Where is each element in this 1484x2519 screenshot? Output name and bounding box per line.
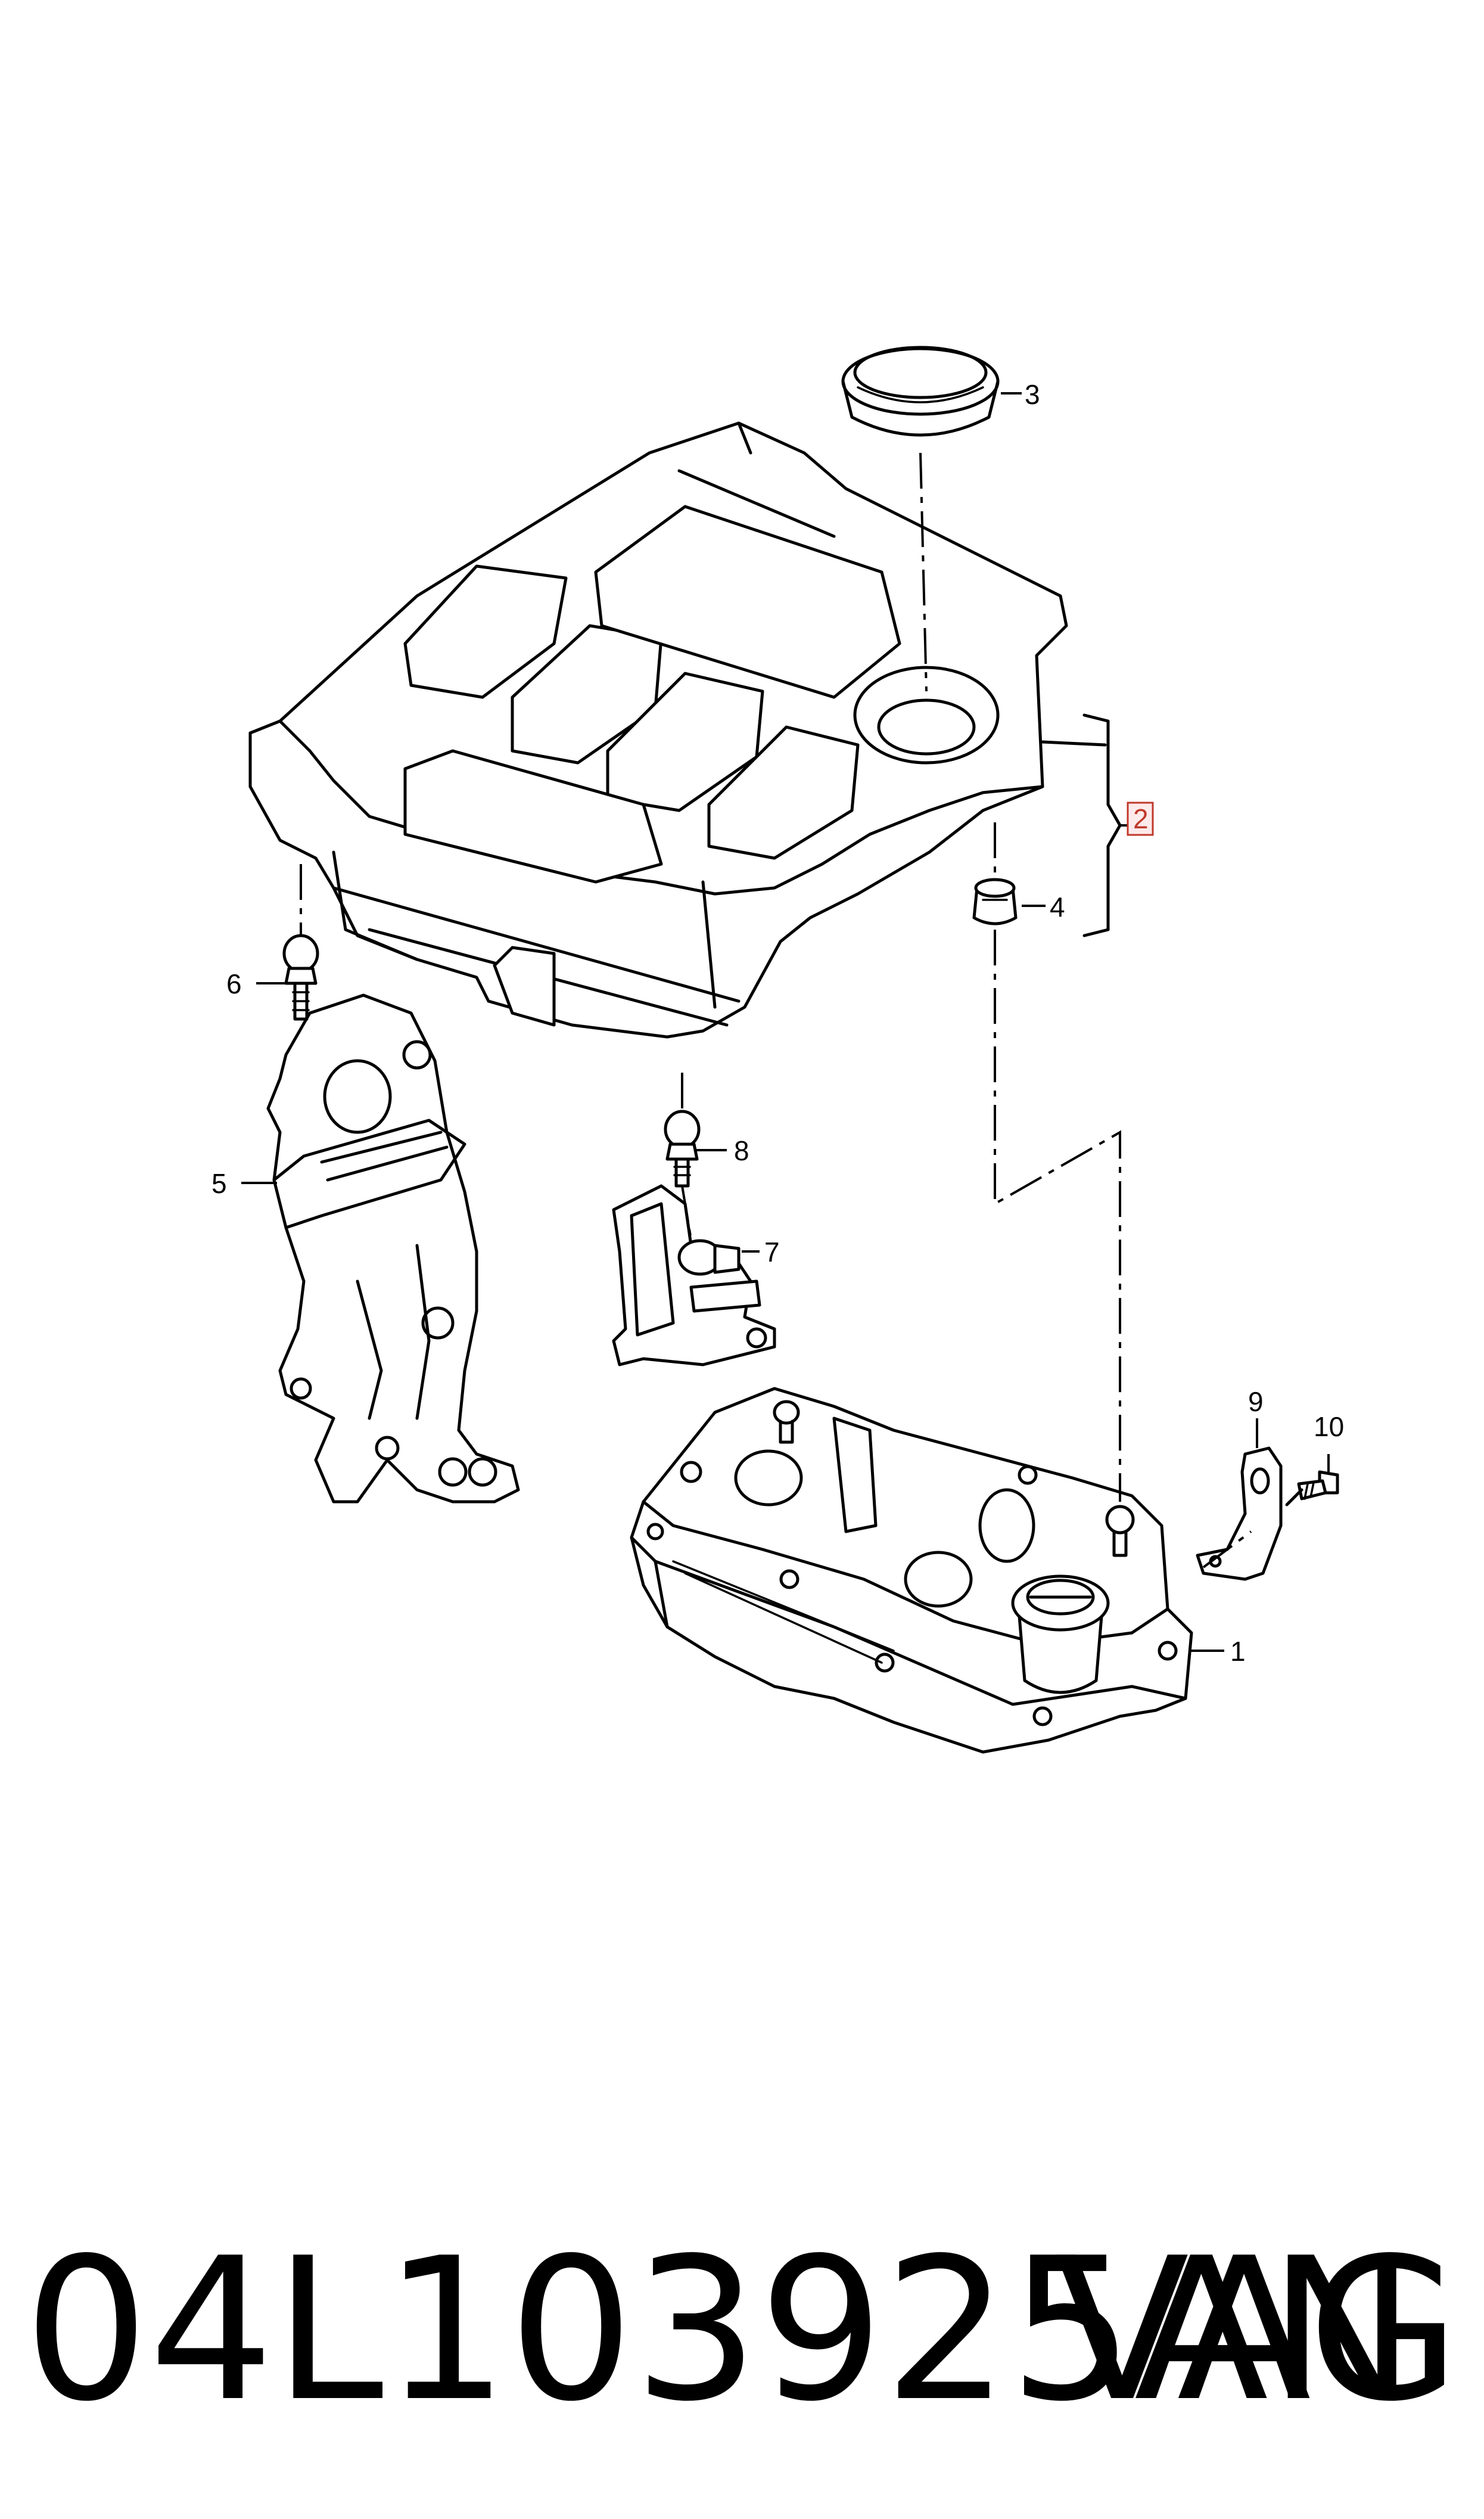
callout-5: 5 xyxy=(211,1168,227,1199)
grommet-ring xyxy=(841,346,1000,437)
valve-cover xyxy=(630,1387,1193,1754)
part-number: 04L103925AN xyxy=(24,2216,1416,2445)
callout-1: 1 xyxy=(1230,1636,1246,1667)
callout-6: 6 xyxy=(226,968,242,999)
small-bracket xyxy=(1196,1446,1283,1581)
callout-7: 7 xyxy=(764,1237,780,1268)
callout-10: 10 xyxy=(1314,1411,1344,1442)
assembly-lines xyxy=(300,452,1252,1568)
group-brace-stub xyxy=(1041,740,1107,747)
group-brace xyxy=(1082,713,1122,937)
engine-cover xyxy=(248,421,1068,1039)
footer: 04L103925AN VAG xyxy=(0,2217,1484,2443)
callout-3: 3 xyxy=(1025,379,1040,410)
brand-label: VAG xyxy=(1054,2216,1460,2445)
callout-2-box xyxy=(1127,802,1154,836)
callout-4: 4 xyxy=(1050,892,1065,923)
ball-stud-left xyxy=(282,934,319,1021)
callout-2: 2 xyxy=(1133,803,1149,834)
callout-9: 9 xyxy=(1248,1386,1264,1417)
leader-lines xyxy=(241,392,1330,1652)
callout-labels: 3 4 2 5 6 8 7 1 9 10 xyxy=(211,379,1344,1667)
rubber-bushing xyxy=(972,878,1018,925)
vent-housing xyxy=(612,1184,776,1366)
callout-8: 8 xyxy=(734,1135,749,1166)
ball-stud-center xyxy=(664,1110,701,1188)
mounting-bracket xyxy=(266,993,520,1504)
bolt xyxy=(1285,1470,1339,1507)
parts-diagram: 3 4 2 5 6 8 7 1 9 10 xyxy=(211,346,1344,1754)
